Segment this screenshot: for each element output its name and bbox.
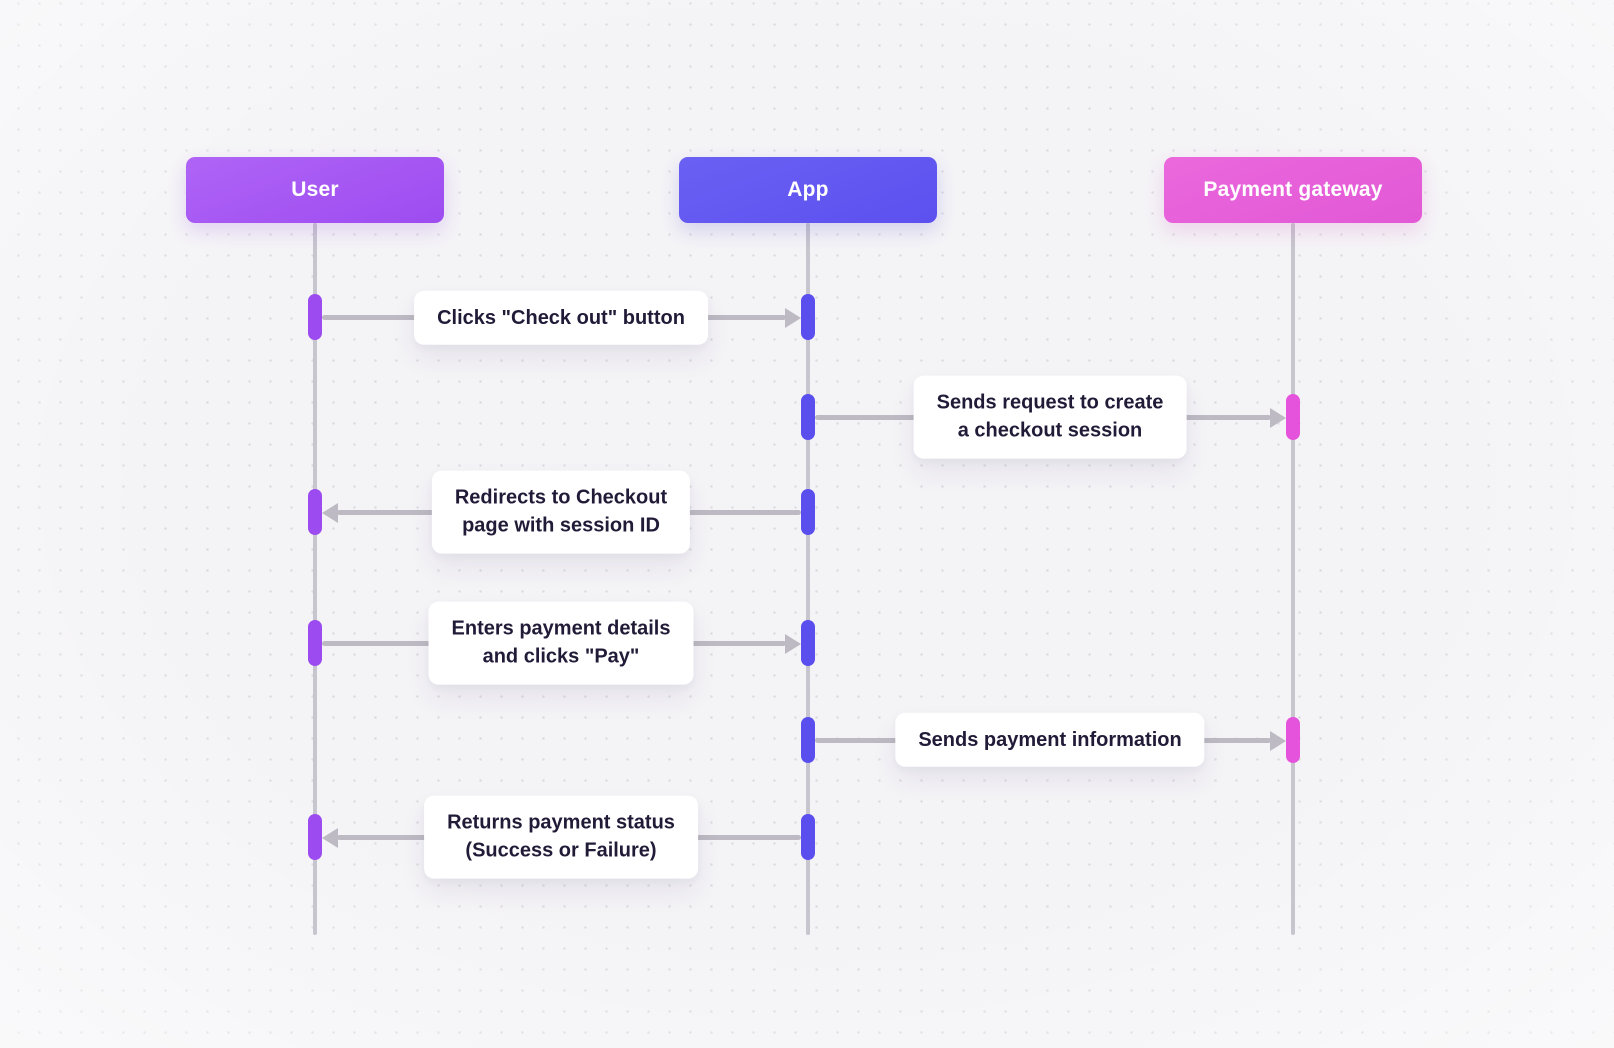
activation-bar-gateway-msg5 xyxy=(1286,717,1300,763)
activation-bar-app-msg2 xyxy=(801,394,815,440)
activation-bar-user-msg3 xyxy=(308,489,322,535)
lifeline-user xyxy=(313,223,317,935)
activation-bar-app-msg4 xyxy=(801,620,815,666)
actor-label-app: App xyxy=(787,178,829,201)
activation-bar-user-msg4 xyxy=(308,620,322,666)
activation-bar-app-msg5 xyxy=(801,717,815,763)
lifeline-payment-gateway xyxy=(1291,223,1295,935)
actor-box-app[interactable]: App xyxy=(679,157,937,223)
lifeline-app xyxy=(806,223,810,935)
message-label-1[interactable]: Clicks "Check out" button xyxy=(414,290,708,346)
actor-box-user[interactable]: User xyxy=(186,157,444,223)
actor-label-user: User xyxy=(291,178,339,201)
actor-box-payment-gateway[interactable]: Payment gateway xyxy=(1164,157,1422,223)
message-label-3[interactable]: Redirects to Checkout page with session … xyxy=(431,470,691,554)
activation-bar-user-msg6 xyxy=(308,814,322,860)
message-label-5[interactable]: Sends payment information xyxy=(895,712,1205,768)
activation-bar-app-msg3 xyxy=(801,489,815,535)
actor-label-payment-gateway: Payment gateway xyxy=(1203,178,1383,201)
activation-bar-app-msg6 xyxy=(801,814,815,860)
message-label-4[interactable]: Enters payment details and clicks "Pay" xyxy=(428,601,694,685)
message-label-2[interactable]: Sends request to create a checkout sessi… xyxy=(913,375,1187,459)
activation-bar-app-msg1 xyxy=(801,294,815,340)
activation-bar-gateway-msg2 xyxy=(1286,394,1300,440)
message-label-6[interactable]: Returns payment status (Success or Failu… xyxy=(424,795,698,879)
activation-bar-user-msg1 xyxy=(308,294,322,340)
